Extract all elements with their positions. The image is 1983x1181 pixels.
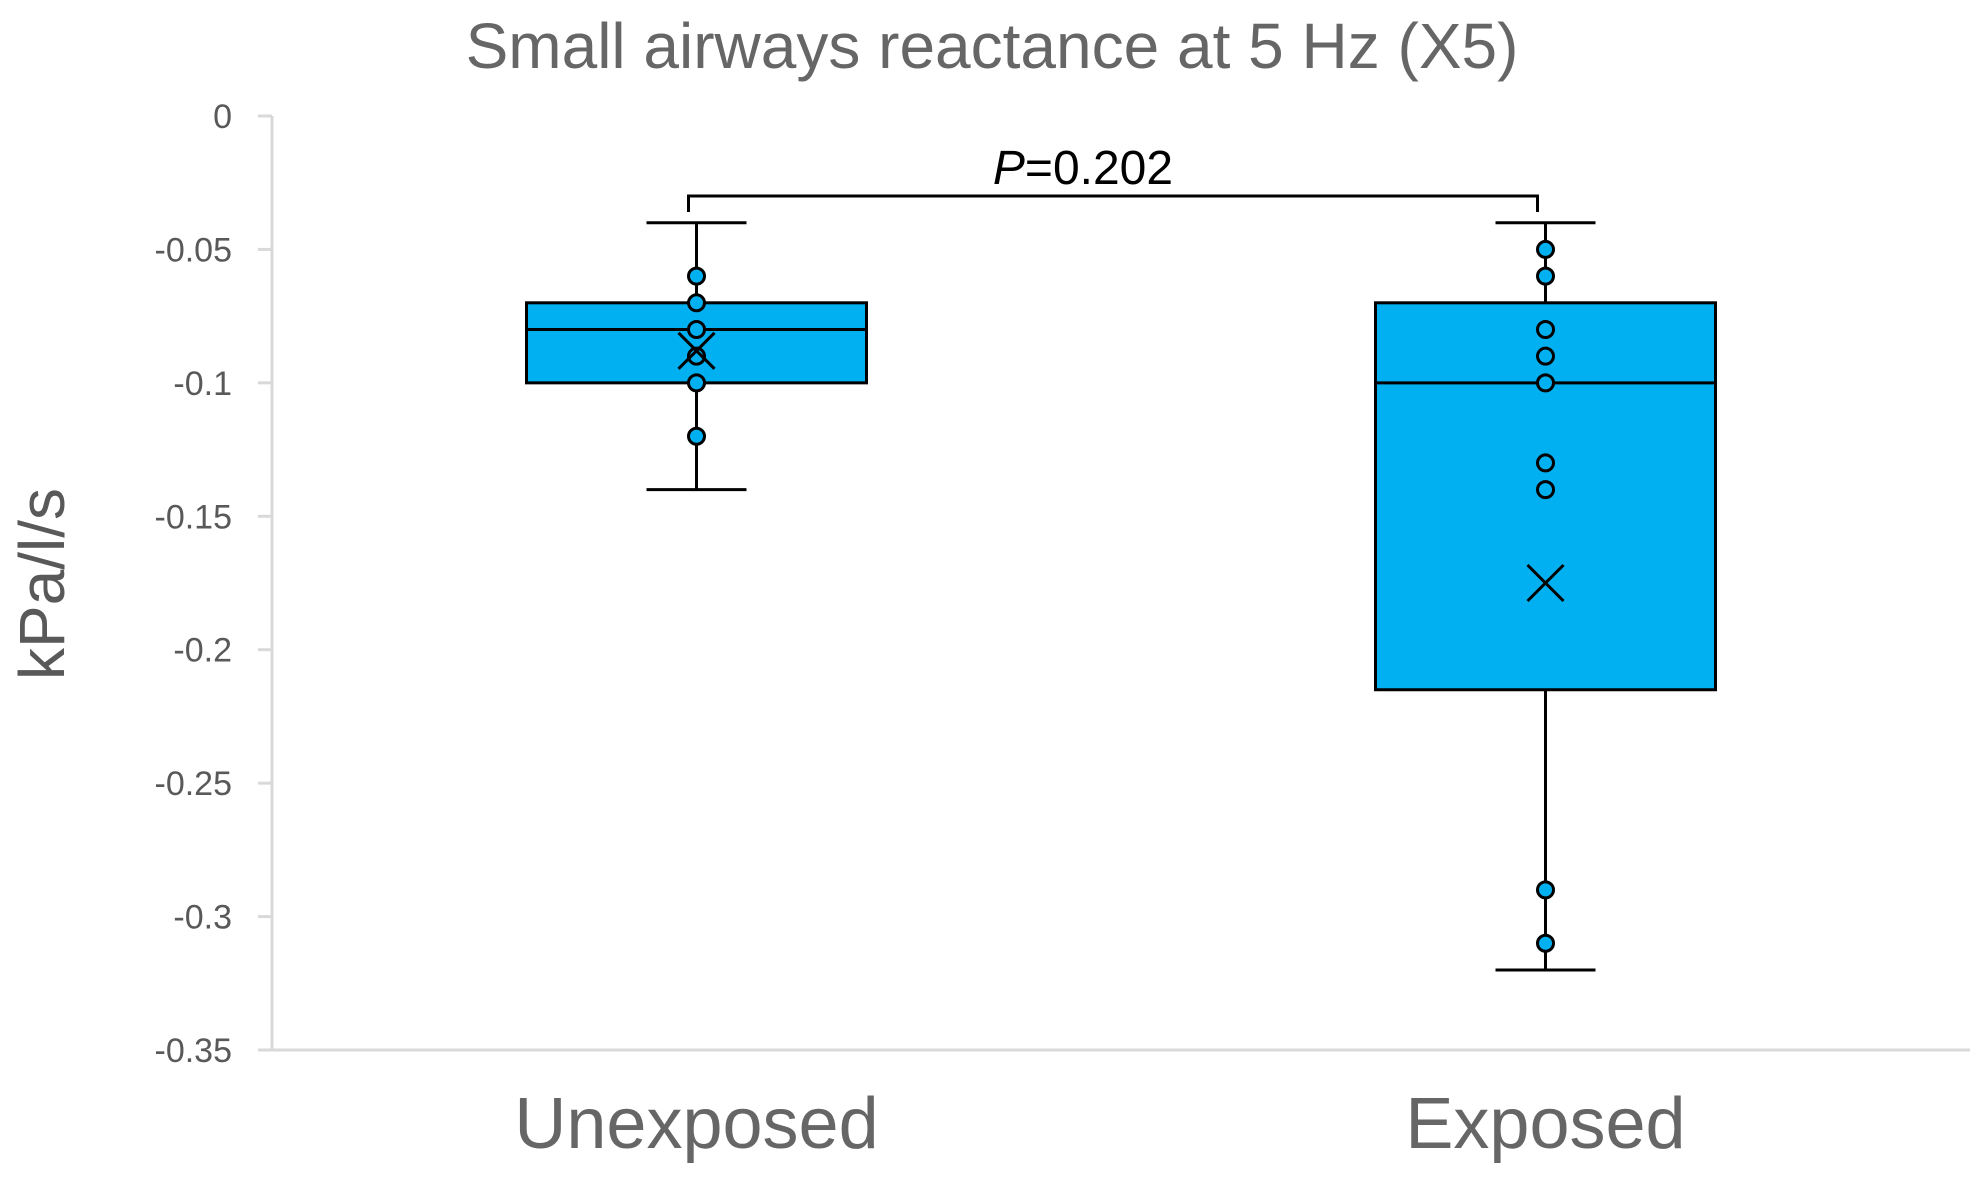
significance-annotation: P=0.202 bbox=[687, 142, 1539, 213]
data-point bbox=[1536, 880, 1555, 900]
p-value-label: P=0.202 bbox=[993, 142, 1173, 195]
y-tick-label: -0.3 bbox=[173, 899, 232, 937]
data-point bbox=[1536, 239, 1555, 259]
data-point bbox=[1536, 319, 1555, 339]
data-point bbox=[1536, 373, 1555, 393]
y-tick-label: -0.2 bbox=[173, 632, 232, 670]
boxes bbox=[525, 221, 1717, 972]
chart-title: Small airways reactance at 5 Hz (X5) bbox=[466, 10, 1519, 82]
box-iqr bbox=[525, 301, 868, 385]
data-point bbox=[687, 266, 706, 286]
data-point bbox=[1536, 480, 1555, 500]
p-symbol: P bbox=[993, 142, 1025, 195]
data-point bbox=[687, 373, 706, 393]
data-point bbox=[1536, 266, 1555, 286]
x-axis-ticks: Unexposed Exposed bbox=[514, 1084, 1685, 1164]
data-point bbox=[687, 346, 706, 366]
x-tick-label: Unexposed bbox=[514, 1084, 878, 1164]
data-point bbox=[687, 293, 706, 313]
data-point bbox=[687, 319, 706, 339]
p-value: =0.202 bbox=[1025, 142, 1173, 195]
box-group bbox=[525, 221, 868, 492]
data-point bbox=[1536, 933, 1555, 953]
significance-bracket bbox=[687, 194, 1539, 213]
mean-marker bbox=[677, 331, 716, 370]
data-point bbox=[1536, 346, 1555, 366]
y-axis-label: kPa/l/s bbox=[6, 488, 78, 680]
data-point bbox=[687, 426, 706, 446]
x-tick-label: Exposed bbox=[1405, 1084, 1685, 1164]
y-axis-ticks: 0 -0.05 -0.1 -0.15 -0.2 -0.25 -0.3 -0.35 bbox=[155, 98, 272, 1070]
y-tick-label: -0.05 bbox=[155, 231, 233, 269]
data-point bbox=[1536, 453, 1555, 473]
y-tick-label: -0.25 bbox=[155, 765, 233, 803]
y-tick-label: -0.1 bbox=[173, 365, 232, 403]
y-tick-label: -0.35 bbox=[155, 1032, 233, 1070]
box-group bbox=[1374, 221, 1717, 972]
y-tick-label: -0.15 bbox=[155, 498, 233, 536]
y-tick-label: 0 bbox=[213, 98, 232, 136]
mean-marker bbox=[1526, 563, 1565, 603]
